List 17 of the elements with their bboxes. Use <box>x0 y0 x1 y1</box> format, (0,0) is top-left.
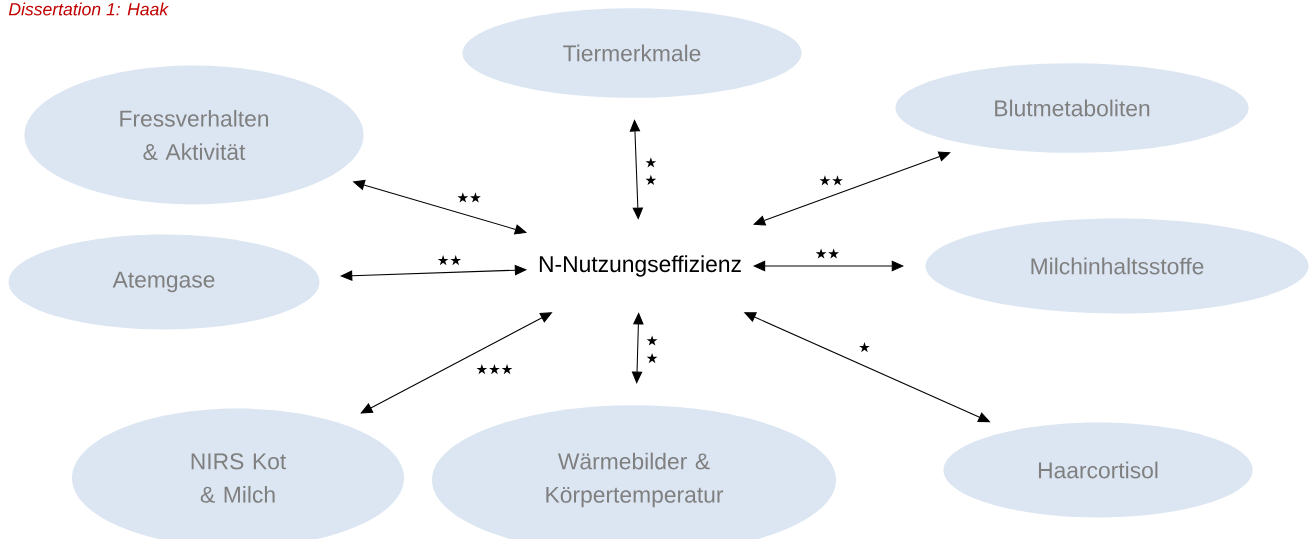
ellipse-node: Atemgase <box>8 234 320 330</box>
center-text: N-Nutzungseffizienz <box>539 255 741 277</box>
star-rating: ★★ <box>815 248 840 259</box>
star-rating: ★ ★ <box>645 157 657 186</box>
star-rating: ★★★ <box>476 364 513 375</box>
star-rating: ★★ <box>457 192 481 203</box>
double-arrow <box>631 312 644 384</box>
star-rating: ★★ <box>819 175 843 186</box>
star-rating: ★ <box>859 341 870 353</box>
ellipse-node: Fressverhalten & Aktivität <box>24 65 364 205</box>
ellipse-node: Blutmetaboliten <box>895 63 1249 153</box>
star-rating: ★ ★ <box>646 335 658 364</box>
title: Dissertation 1: Haak <box>8 2 169 16</box>
star-rating: ★★ <box>437 255 462 266</box>
ellipse-node: Milchinhaltsstoffe <box>925 218 1309 314</box>
ellipse-node: Haarcortisol <box>943 422 1253 518</box>
ellipse-node: Tiermerkmale <box>462 8 802 98</box>
